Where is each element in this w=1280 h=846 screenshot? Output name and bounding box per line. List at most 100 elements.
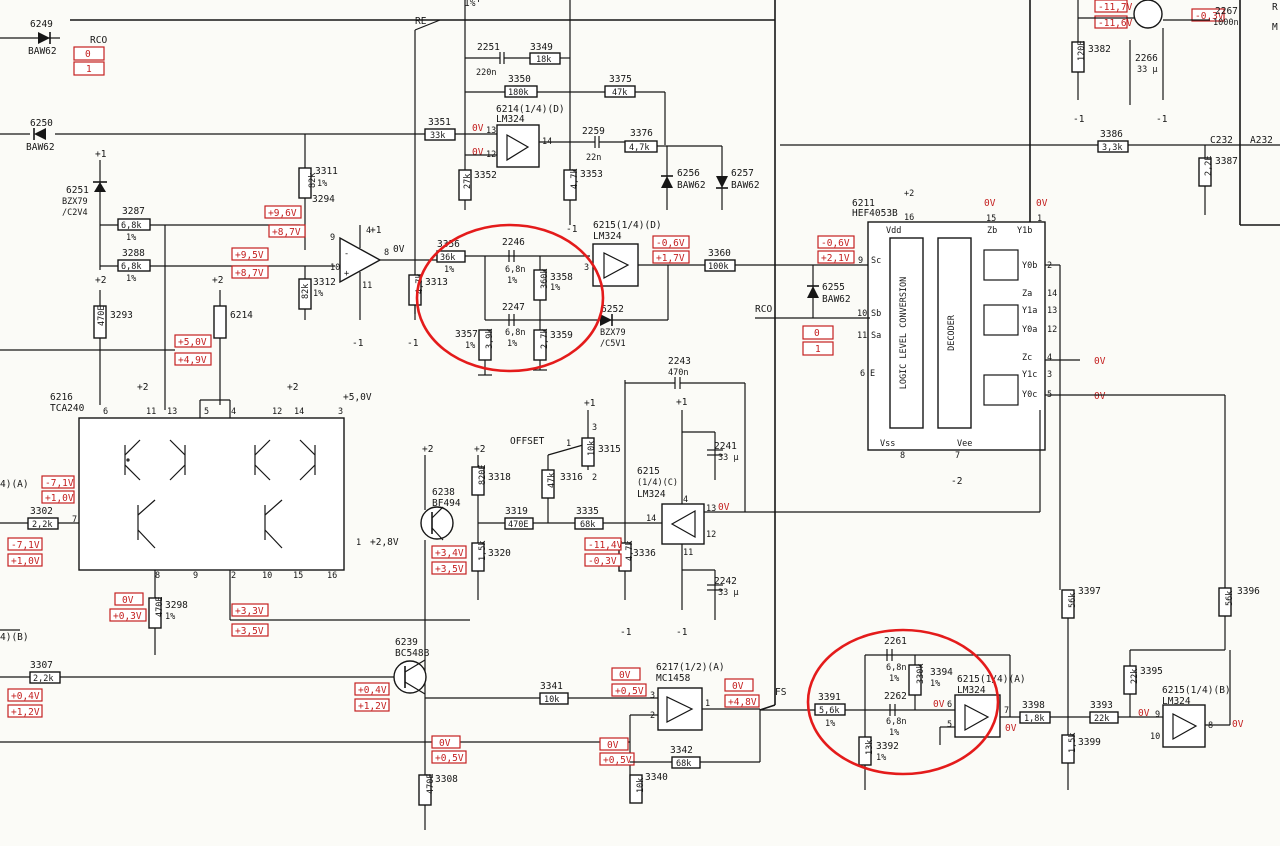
top-right: -11,7V -11,6V -0,3V 120E 3382 2266 33 µ … [1071,0,1278,215]
svg-text:7: 7 [72,515,77,525]
svg-text:14: 14 [646,514,656,524]
svg-text:15: 15 [986,214,996,224]
svg-text:+2,8V: +2,8V [370,537,399,548]
svg-text:4,7k: 4,7k [629,143,649,153]
svg-text:100k: 100k [708,262,728,272]
svg-text:Zb: Zb [987,226,997,236]
svg-text:2261: 2261 [884,636,907,647]
svg-text:3313: 3313 [425,277,448,288]
svg-text:Zc: Zc [1022,353,1032,363]
svg-text:1%: 1% [889,728,899,738]
svg-text:6217(1/2)(A): 6217(1/2)(A) [656,662,725,673]
svg-text:LM324: LM324 [593,231,622,242]
svg-text:+3,5V: +3,5V [235,626,264,637]
svg-text:36k: 36k [440,253,455,263]
svg-text:OFFSET: OFFSET [510,436,545,447]
svg-text:13: 13 [167,407,177,417]
svg-text:3399: 3399 [1078,737,1101,748]
svg-text:3308: 3308 [435,774,458,785]
svg-text:3386: 3386 [1100,129,1123,140]
svg-text:12: 12 [1047,325,1057,335]
svg-text:6: 6 [860,369,865,379]
svg-text:11: 11 [362,281,372,291]
svg-text:+2: +2 [137,382,148,393]
svg-text:4: 4 [1047,353,1052,363]
svg-text:11: 11 [683,548,693,558]
svg-text:3: 3 [584,263,589,273]
svg-text:0V: 0V [1036,198,1048,209]
svg-text:6250: 6250 [30,118,53,129]
resistor-3360: 100k 3360 [704,248,870,272]
svg-text:3350: 3350 [508,74,531,85]
svg-text:47k: 47k [547,473,557,488]
svg-text:3,3k: 3,3k [1102,143,1122,153]
svg-text:3335: 3335 [576,506,599,517]
svg-text:1,5k: 1,5k [1068,733,1078,753]
svg-text:3349: 3349 [530,42,553,53]
svg-text:11: 11 [857,331,867,341]
resistor-3352: 27k 3352 [458,155,497,210]
svg-text:+5,0V: +5,0V [343,392,372,403]
svg-text:Vdd: Vdd [886,226,901,236]
svg-text:470E: 470E [97,306,107,326]
svg-text:3312: 3312 [313,277,336,288]
svg-text:+1: +1 [370,225,382,236]
svg-text:3393: 3393 [1090,700,1113,711]
diodes-6256-6257: 6256 BAW62 6257 BAW62 [661,146,760,210]
resistors-3318-3320: +2 820E 3318 1,5k 3320 470E 3319 [471,444,575,600]
rco-selector-top: RCO 0 1 [73,35,107,76]
svg-text:3358: 3358 [550,272,573,283]
svg-text:Za: Za [1022,289,1032,299]
svg-text:1%: 1% [126,274,136,284]
svg-text:0V: 0V [472,123,484,134]
svg-text:Sb: Sb [871,309,881,319]
svg-text:3359: 3359 [550,330,573,341]
svg-text:8: 8 [900,451,905,461]
svg-text:6215(1/4)(D): 6215(1/4)(D) [593,220,662,231]
svg-text:3,9k: 3,9k [485,329,495,349]
svg-text:7: 7 [955,451,960,461]
opamp-6217a: 6217(1/2)(A) MC1458 3 2 1 FS 0V +0,5V 0V… [599,662,787,800]
svg-text:3287: 3287 [122,206,145,217]
svg-text:1%: 1% [126,233,136,243]
svg-text:-0,6V: -0,6V [821,238,850,249]
svg-text:-0,3V: -0,3V [1195,11,1224,22]
svg-text:1: 1 [705,699,710,709]
svg-text:3320: 3320 [488,548,511,559]
svg-text:0V: 0V [122,595,134,606]
svg-text:Y1a: Y1a [1022,306,1037,316]
svg-text:0V: 0V [619,670,631,681]
svg-text:33k: 33k [430,131,445,141]
diode-6255: 6255 BAW62 [807,265,851,318]
svg-text:+0,5V: +0,5V [435,753,464,764]
svg-text:33 µ: 33 µ [718,588,738,598]
opamp-6215c: 6215 (1/4)(C) LM324 14 13 12 4 11 0V 224… [625,356,1041,638]
svg-text:5: 5 [204,407,209,417]
svg-text:68k: 68k [580,520,595,530]
svg-text:2,2k: 2,2k [33,674,53,684]
svg-text:+3,4V: +3,4V [435,548,464,559]
svg-text:BZX79: BZX79 [600,328,626,338]
svg-text:4)(B): 4)(B) [0,632,29,643]
svg-text:14: 14 [294,407,304,417]
svg-text:3316: 3316 [560,472,583,483]
svg-text:470E: 470E [155,597,165,617]
svg-text:47k: 47k [612,88,627,98]
svg-text:68k: 68k [676,759,691,769]
svg-text:2259: 2259 [582,126,605,137]
svg-text:+1,0V: +1,0V [45,493,74,504]
svg-text:2243: 2243 [668,356,691,367]
svg-text:8: 8 [155,571,160,581]
resistor-3351: 33k 3351 0V [424,117,500,141]
svg-text:5,6k: 5,6k [819,706,839,716]
svg-text:Y0c: Y0c [1022,390,1037,400]
svg-text:1%: 1% [465,341,475,351]
svg-text:+4,8V: +4,8V [728,697,757,708]
opamp-6215a: 6215(1/4)(A) LM324 6 5 7 0V 0V [933,655,1026,745]
svg-text:+1: +1 [584,398,596,409]
svg-text:3307: 3307 [30,660,53,671]
svg-text:2,2k: 2,2k [32,520,52,530]
svg-text:-7,1V: -7,1V [11,540,40,551]
svg-text:27k: 27k [463,174,473,189]
highlight-circle-upper [415,223,605,373]
